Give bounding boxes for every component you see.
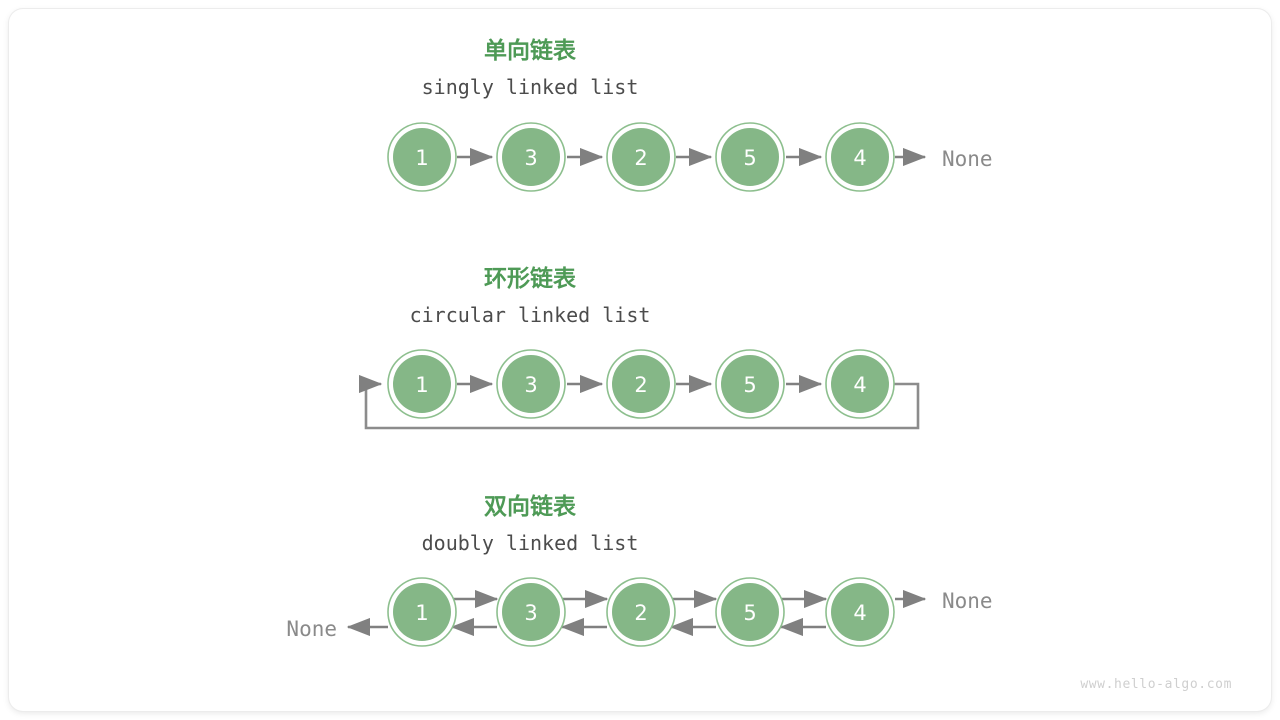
singly-title-en: singly linked list bbox=[422, 75, 639, 99]
singly-node-5-value: 4 bbox=[853, 146, 866, 170]
singly-node-3-value: 2 bbox=[634, 146, 647, 170]
singly-node-2[interactable]: 3 bbox=[496, 122, 566, 192]
watermark-label: www.hello-algo.com bbox=[1080, 677, 1232, 692]
doubly-node-5[interactable]: 4 bbox=[825, 577, 895, 647]
singly-tail-none-label: None bbox=[942, 147, 993, 171]
singly-node-4[interactable]: 5 bbox=[715, 122, 785, 192]
circular-node-3[interactable]: 2 bbox=[606, 349, 676, 419]
singly-node-1-value: 1 bbox=[415, 146, 428, 170]
doubly-node-4[interactable]: 5 bbox=[715, 577, 785, 647]
circular-title-cn: 环形链表 bbox=[484, 265, 577, 292]
singly-node-5[interactable]: 4 bbox=[825, 122, 895, 192]
doubly-head-none-label: None bbox=[286, 617, 337, 641]
circular-node-2-value: 3 bbox=[524, 373, 537, 397]
singly-title-cn: 单向链表 bbox=[484, 37, 577, 64]
section-singly: 单向链表 singly linked list 1 3 bbox=[387, 37, 993, 192]
circular-node-1-value: 1 bbox=[415, 373, 428, 397]
doubly-node-3[interactable]: 2 bbox=[606, 577, 676, 647]
section-doubly: 双向链表 doubly linked list 1 bbox=[286, 493, 993, 647]
circular-node-2[interactable]: 3 bbox=[496, 349, 566, 419]
circular-node-3-value: 2 bbox=[634, 373, 647, 397]
circular-node-5-value: 4 bbox=[853, 373, 866, 397]
singly-node-3[interactable]: 2 bbox=[606, 122, 676, 192]
doubly-node-1[interactable]: 1 bbox=[387, 577, 457, 647]
circular-node-5[interactable]: 4 bbox=[825, 349, 895, 419]
doubly-node-4-value: 5 bbox=[743, 601, 756, 625]
doubly-node-3-value: 2 bbox=[634, 601, 647, 625]
doubly-node-2[interactable]: 3 bbox=[496, 577, 566, 647]
singly-node-1[interactable]: 1 bbox=[387, 122, 457, 192]
doubly-node-5-value: 4 bbox=[853, 601, 866, 625]
doubly-title-en: doubly linked list bbox=[422, 531, 639, 555]
doubly-title-cn: 双向链表 bbox=[484, 493, 577, 520]
singly-node-4-value: 5 bbox=[743, 146, 756, 170]
circular-node-1[interactable]: 1 bbox=[387, 349, 457, 419]
circular-node-4-value: 5 bbox=[743, 373, 756, 397]
doubly-node-2-value: 3 bbox=[524, 601, 537, 625]
doubly-tail-none-label: None bbox=[942, 589, 993, 613]
circular-title-en: circular linked list bbox=[410, 303, 651, 327]
circular-node-4[interactable]: 5 bbox=[715, 349, 785, 419]
singly-node-2-value: 3 bbox=[524, 146, 537, 170]
doubly-node-1-value: 1 bbox=[415, 601, 428, 625]
circular-loopback-path bbox=[358, 374, 920, 430]
section-circular: 环形链表 circular linked list 1 3 bbox=[358, 265, 920, 430]
